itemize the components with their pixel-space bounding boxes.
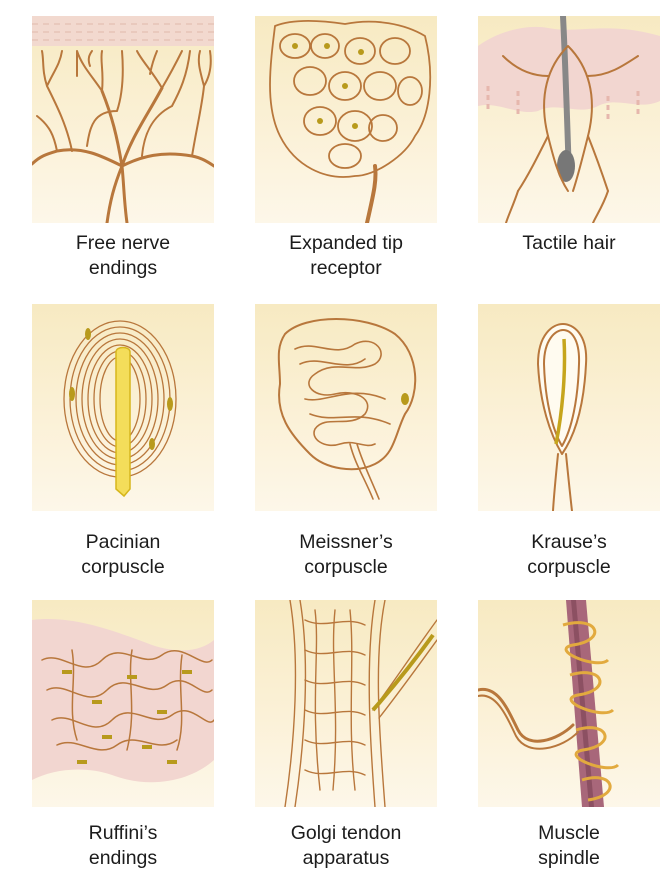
muscle-spindle-illustration <box>478 600 660 807</box>
caption-line-2: endings <box>88 847 158 869</box>
caption-line-2: endings <box>88 257 158 279</box>
caption-line-1: Tactile hair <box>522 232 616 254</box>
caption-line-1: Krause’s <box>531 531 607 553</box>
caption-golgi-tendon-apparatus: Golgi tendon apparatus <box>246 821 446 871</box>
tactile-hair-illustration <box>478 16 660 223</box>
caption-meissners-corpuscle: Meissner’s corpuscle <box>246 530 446 580</box>
expanded-tip-receptor-illustration <box>255 16 437 223</box>
caption-tactile-hair: Tactile hair <box>469 231 661 256</box>
caption-line-2: corpuscle <box>81 556 165 578</box>
caption-line-1: Meissner’s <box>299 531 393 553</box>
caption-line-1: Free nerve <box>75 232 171 254</box>
meissners-corpuscle-illustration <box>255 304 437 511</box>
caption-line-1: Expanded tip <box>289 232 403 254</box>
caption-line-2: apparatus <box>302 847 390 869</box>
free-nerve-endings-illustration <box>32 16 214 223</box>
caption-line-2: receptor <box>310 257 382 279</box>
caption-line-1: Pacinian <box>85 531 161 553</box>
caption-expanded-tip-receptor: Expanded tip receptor <box>246 231 446 281</box>
golgi-tendon-apparatus-illustration <box>255 600 437 807</box>
caption-line-1: Ruffini’s <box>88 822 158 844</box>
caption-line-1: Muscle <box>538 822 600 844</box>
caption-line-2: spindle <box>538 847 600 869</box>
ruffinis-endings-illustration <box>32 600 214 807</box>
caption-pacinian-corpuscle: Pacinian corpuscle <box>23 530 223 580</box>
pacinian-corpuscle-illustration <box>32 304 214 511</box>
caption-krauses-corpuscle: Krause’s corpuscle <box>469 530 661 580</box>
krauses-corpuscle-illustration <box>478 304 660 511</box>
caption-free-nerve-endings: Free nerve endings <box>23 231 223 281</box>
caption-line-1: Golgi tendon <box>290 822 402 844</box>
caption-line-2: corpuscle <box>304 556 388 578</box>
caption-muscle-spindle: Muscle spindle <box>469 821 661 871</box>
caption-ruffinis-endings: Ruffini’s endings <box>23 821 223 871</box>
caption-line-2: corpuscle <box>527 556 611 578</box>
